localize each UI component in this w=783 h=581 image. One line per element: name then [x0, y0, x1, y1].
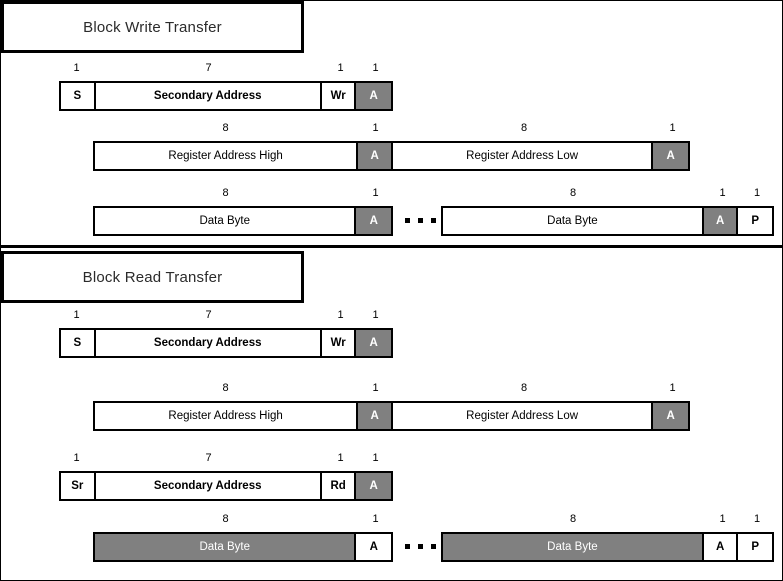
bitlabel-read-stop: 1 [753, 513, 761, 525]
bitlabel-write-ack2: 1 [372, 122, 379, 134]
section-title-block-write-transfer: Block Write Transfer [1, 1, 304, 53]
bitlabel-read-secondary-address: 7 [205, 309, 212, 321]
frame-read-repeated-start-phase: Sr Secondary Address Rd A [59, 471, 393, 501]
cell-write-stop: P [738, 208, 772, 234]
cell-read-ack4: A [356, 473, 391, 499]
ellipsis-dot-icon [405, 544, 410, 549]
bitlabel-read-data-first: 8 [222, 513, 229, 525]
bitlabel-write-data-first: 8 [222, 187, 229, 199]
cell-read-reg-addr-low: Register Address Low [393, 403, 654, 429]
bitlabel-write-ack1: 1 [372, 62, 379, 74]
bitlabel-read-ack3: 1 [669, 382, 676, 394]
bitlabel-read-reg-addr-high: 8 [222, 382, 229, 394]
cell-read-wr: Wr [321, 330, 357, 356]
ellipsis-dot-icon [405, 218, 410, 223]
bitlabel-read-rd: 1 [337, 452, 344, 464]
cell-read-repeated-start: Sr [61, 473, 96, 499]
bitlabel-write-wr: 1 [337, 62, 344, 74]
cell-write-start: S [61, 83, 96, 109]
bitlabel-read-start: 1 [73, 309, 80, 321]
frame-write-address-phase: S Secondary Address Wr A [59, 81, 393, 111]
section-divider [1, 245, 782, 248]
cell-write-ack3: A [653, 143, 688, 169]
bitlabel-write-reg-addr-low: 8 [520, 122, 528, 134]
ellipsis-write-data [405, 218, 436, 223]
cell-read-data-byte-first: Data Byte [95, 534, 357, 560]
cell-write-ack1: A [356, 83, 391, 109]
frame-read-address-phase: S Secondary Address Wr A [59, 328, 393, 358]
cell-read-stop: P [738, 534, 772, 560]
bitlabel-read-data-last-ack: 1 [719, 513, 726, 525]
section-title-text: Block Read Transfer [82, 268, 223, 286]
bitlabel-write-stop: 1 [753, 187, 761, 199]
frame-read-data-last: Data Byte A P [441, 532, 774, 562]
bitlabel-read-ack2: 1 [372, 382, 379, 394]
bitlabel-read-data-last: 8 [569, 513, 577, 525]
cell-write-data-first-ack: A [356, 208, 391, 234]
frame-read-register-address-phase: Register Address High A Register Address… [93, 401, 690, 431]
bitlabel-read-secondary-address-2: 7 [205, 452, 212, 464]
bitlabel-read-reg-addr-low: 8 [520, 382, 528, 394]
cell-write-ack2: A [358, 143, 393, 169]
bitlabel-read-ack4: 1 [372, 452, 379, 464]
cell-write-reg-addr-low: Register Address Low [393, 143, 654, 169]
cell-read-ack2: A [358, 403, 393, 429]
cell-write-data-byte-last: Data Byte [443, 208, 704, 234]
bitlabel-write-reg-addr-high: 8 [222, 122, 229, 134]
frame-write-register-address-phase: Register Address High A Register Address… [93, 141, 690, 171]
cell-read-reg-addr-high: Register Address High [95, 403, 359, 429]
ellipsis-dot-icon [418, 544, 423, 549]
frame-write-data-first: Data Byte A [93, 206, 393, 236]
cell-write-secondary-address: Secondary Address [95, 83, 322, 109]
ellipsis-dot-icon [431, 218, 436, 223]
bitlabel-write-data-last: 8 [569, 187, 577, 199]
section-title-text: Block Write Transfer [83, 18, 222, 36]
bitlabel-write-data-last-ack: 1 [719, 187, 726, 199]
cell-write-wr: Wr [321, 83, 357, 109]
cell-write-reg-addr-high: Register Address High [95, 143, 359, 169]
bitlabel-read-wr: 1 [337, 309, 344, 321]
bitlabel-read-repeated-start: 1 [73, 452, 80, 464]
bitlabel-write-start: 1 [73, 62, 80, 74]
bitlabel-write-secondary-address: 7 [205, 62, 212, 74]
cell-read-secondary-address-2: Secondary Address [95, 473, 322, 499]
cell-read-rd: Rd [321, 473, 357, 499]
ellipsis-read-data [405, 544, 436, 549]
bitlabel-read-ack1: 1 [372, 309, 379, 321]
cell-read-start: S [61, 330, 96, 356]
bitlabel-write-ack3: 1 [669, 122, 676, 134]
cell-read-data-byte-last: Data Byte [443, 534, 704, 560]
ellipsis-dot-icon [431, 544, 436, 549]
bitlabel-write-data-first-ack: 1 [372, 187, 379, 199]
cell-read-data-first-ack: A [356, 534, 391, 560]
cell-read-data-last-ack: A [703, 534, 739, 560]
frame-read-data-first: Data Byte A [93, 532, 393, 562]
cell-write-data-byte-first: Data Byte [95, 208, 357, 234]
section-title-block-read-transfer: Block Read Transfer [1, 251, 304, 303]
frame-write-data-last: Data Byte A P [441, 206, 774, 236]
cell-write-data-last-ack: A [703, 208, 739, 234]
cell-read-ack3: A [653, 403, 688, 429]
ellipsis-dot-icon [418, 218, 423, 223]
bitlabel-read-data-first-ack: 1 [372, 513, 379, 525]
cell-read-secondary-address: Secondary Address [95, 330, 322, 356]
cell-read-ack1: A [356, 330, 391, 356]
